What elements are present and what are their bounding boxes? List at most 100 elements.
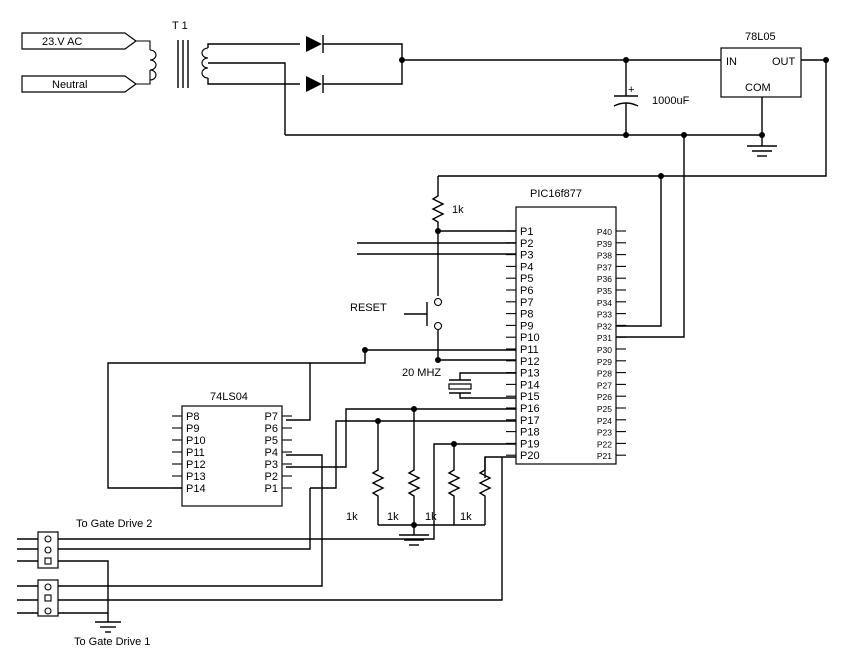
ac-input-tag: 23.V AC	[21, 32, 138, 50]
pin-label: P38	[597, 251, 612, 261]
regulator-com: COM	[745, 82, 771, 94]
diode-d2	[306, 75, 324, 93]
regulator-out: OUT	[772, 56, 796, 68]
ac-input-wires	[136, 40, 151, 85]
gd-ground-wire	[17, 560, 109, 622]
pin-label: P10	[186, 435, 206, 447]
diode-d1	[306, 35, 324, 53]
pin-label: P22	[597, 439, 612, 449]
pin-label: P15	[520, 391, 540, 403]
transformer-t1: T 1	[149, 20, 209, 88]
crystal-label: 20 MHZ	[402, 367, 441, 379]
pin-label: P8	[186, 411, 199, 423]
pin-label: P28	[597, 369, 612, 379]
pin-label: P32	[597, 321, 612, 331]
gnd-to-p31	[616, 135, 685, 338]
regulator-name: 78L05	[745, 31, 776, 43]
pin-label: P31	[597, 333, 612, 343]
junction	[823, 57, 829, 63]
transformer-label: T 1	[172, 20, 188, 32]
reset-button	[404, 302, 428, 326]
pic-left-pins: P1P2P3P4P5P6P7P8P9P10P11P12P13P14P15P16P…	[506, 226, 540, 462]
loop-to-p14	[107, 362, 310, 489]
regulator-in: IN	[726, 56, 737, 68]
r4-label: 1k	[460, 511, 472, 523]
pin-label: P16	[520, 403, 540, 415]
pin-label: P9	[520, 320, 533, 332]
pin-label: P5	[265, 435, 278, 447]
pin-label: P13	[186, 471, 206, 483]
vcc-wire	[438, 59, 827, 177]
crystal-20mhz	[448, 372, 516, 399]
rectifier-output	[323, 43, 403, 85]
pin-label: P13	[520, 368, 540, 380]
pin-label: P40	[597, 227, 612, 237]
r3-label: 1k	[425, 511, 437, 523]
pullup-resistor	[431, 176, 516, 232]
p20-line	[484, 456, 516, 478]
pic-name: PIC16f877	[530, 188, 582, 200]
pin-label: P20	[520, 450, 540, 462]
pin-label: P2	[265, 471, 278, 483]
neutral-input-tag: Neutral	[21, 75, 138, 93]
inverter-name: 74LS04	[210, 391, 248, 403]
pin-label: P18	[520, 427, 540, 439]
pin-label: P30	[597, 345, 612, 355]
reset-contact-bottom	[433, 321, 443, 331]
pin-label: P9	[186, 423, 199, 435]
r1-label: 1k	[346, 511, 358, 523]
pin-label: P29	[597, 357, 612, 367]
pin-label: P10	[520, 332, 540, 344]
inv-p1-to-gd2	[17, 488, 311, 550]
inv-p4-to-gd1	[17, 454, 323, 587]
reset-label: RESET	[350, 302, 387, 314]
regulator-78l05: 78L05 IN OUT COM	[720, 31, 802, 98]
pin-label: P35	[597, 286, 612, 296]
ac-input-label: 23.V AC	[42, 36, 82, 48]
pin-label: P12	[186, 459, 206, 471]
resistor-r4	[478, 457, 492, 525]
pic-right-pins: P40P39P38P37P36P35P34P33P32P31P30P29P28P…	[597, 227, 626, 461]
gate-drive-2-connector	[37, 531, 59, 569]
junction	[623, 132, 629, 138]
pin-label: P7	[520, 297, 533, 309]
pic-body	[515, 206, 617, 465]
gate-drive-2-label: To Gate Drive 2	[76, 518, 152, 530]
ground-symbol-reg	[747, 145, 777, 157]
pin-label: P6	[265, 423, 278, 435]
p19-to-gd2	[17, 443, 516, 540]
neutral-input-label: Neutral	[52, 79, 87, 91]
pin-label: P23	[597, 428, 612, 438]
pin-label: P11	[186, 447, 205, 459]
ground-symbol-resistors	[399, 534, 429, 546]
pin-label: P12	[520, 356, 540, 368]
secondary-coil	[201, 47, 209, 79]
pin-label: P4	[520, 261, 533, 273]
sec-bottom-wire	[207, 78, 300, 85]
capacitor-label: 1000uF	[652, 95, 690, 107]
pin-label: P36	[597, 274, 612, 284]
p2-p3-lines	[357, 242, 516, 255]
reset-contact-top	[433, 297, 443, 307]
pin-label: P3	[520, 250, 533, 262]
pin-label: P34	[597, 298, 612, 308]
pin-label: P3	[265, 459, 278, 471]
capacitor-1000uf: + 1000uF	[613, 60, 690, 135]
pin-label: P25	[597, 404, 612, 414]
svg-text:+: +	[628, 84, 634, 96]
pin-label: P1	[520, 226, 533, 238]
pullup-label: 1k	[452, 204, 464, 216]
pin-label: P2	[520, 238, 533, 250]
p20-to-gd1	[17, 457, 503, 601]
pin-label: P14	[520, 379, 540, 391]
r2-label: 1k	[387, 511, 399, 523]
pin-label: P37	[597, 262, 612, 272]
pin-label: P5	[520, 273, 533, 285]
pin-label: P21	[597, 451, 612, 461]
p16-to-inv-p3	[286, 408, 516, 468]
pin-label: P19	[520, 438, 540, 450]
